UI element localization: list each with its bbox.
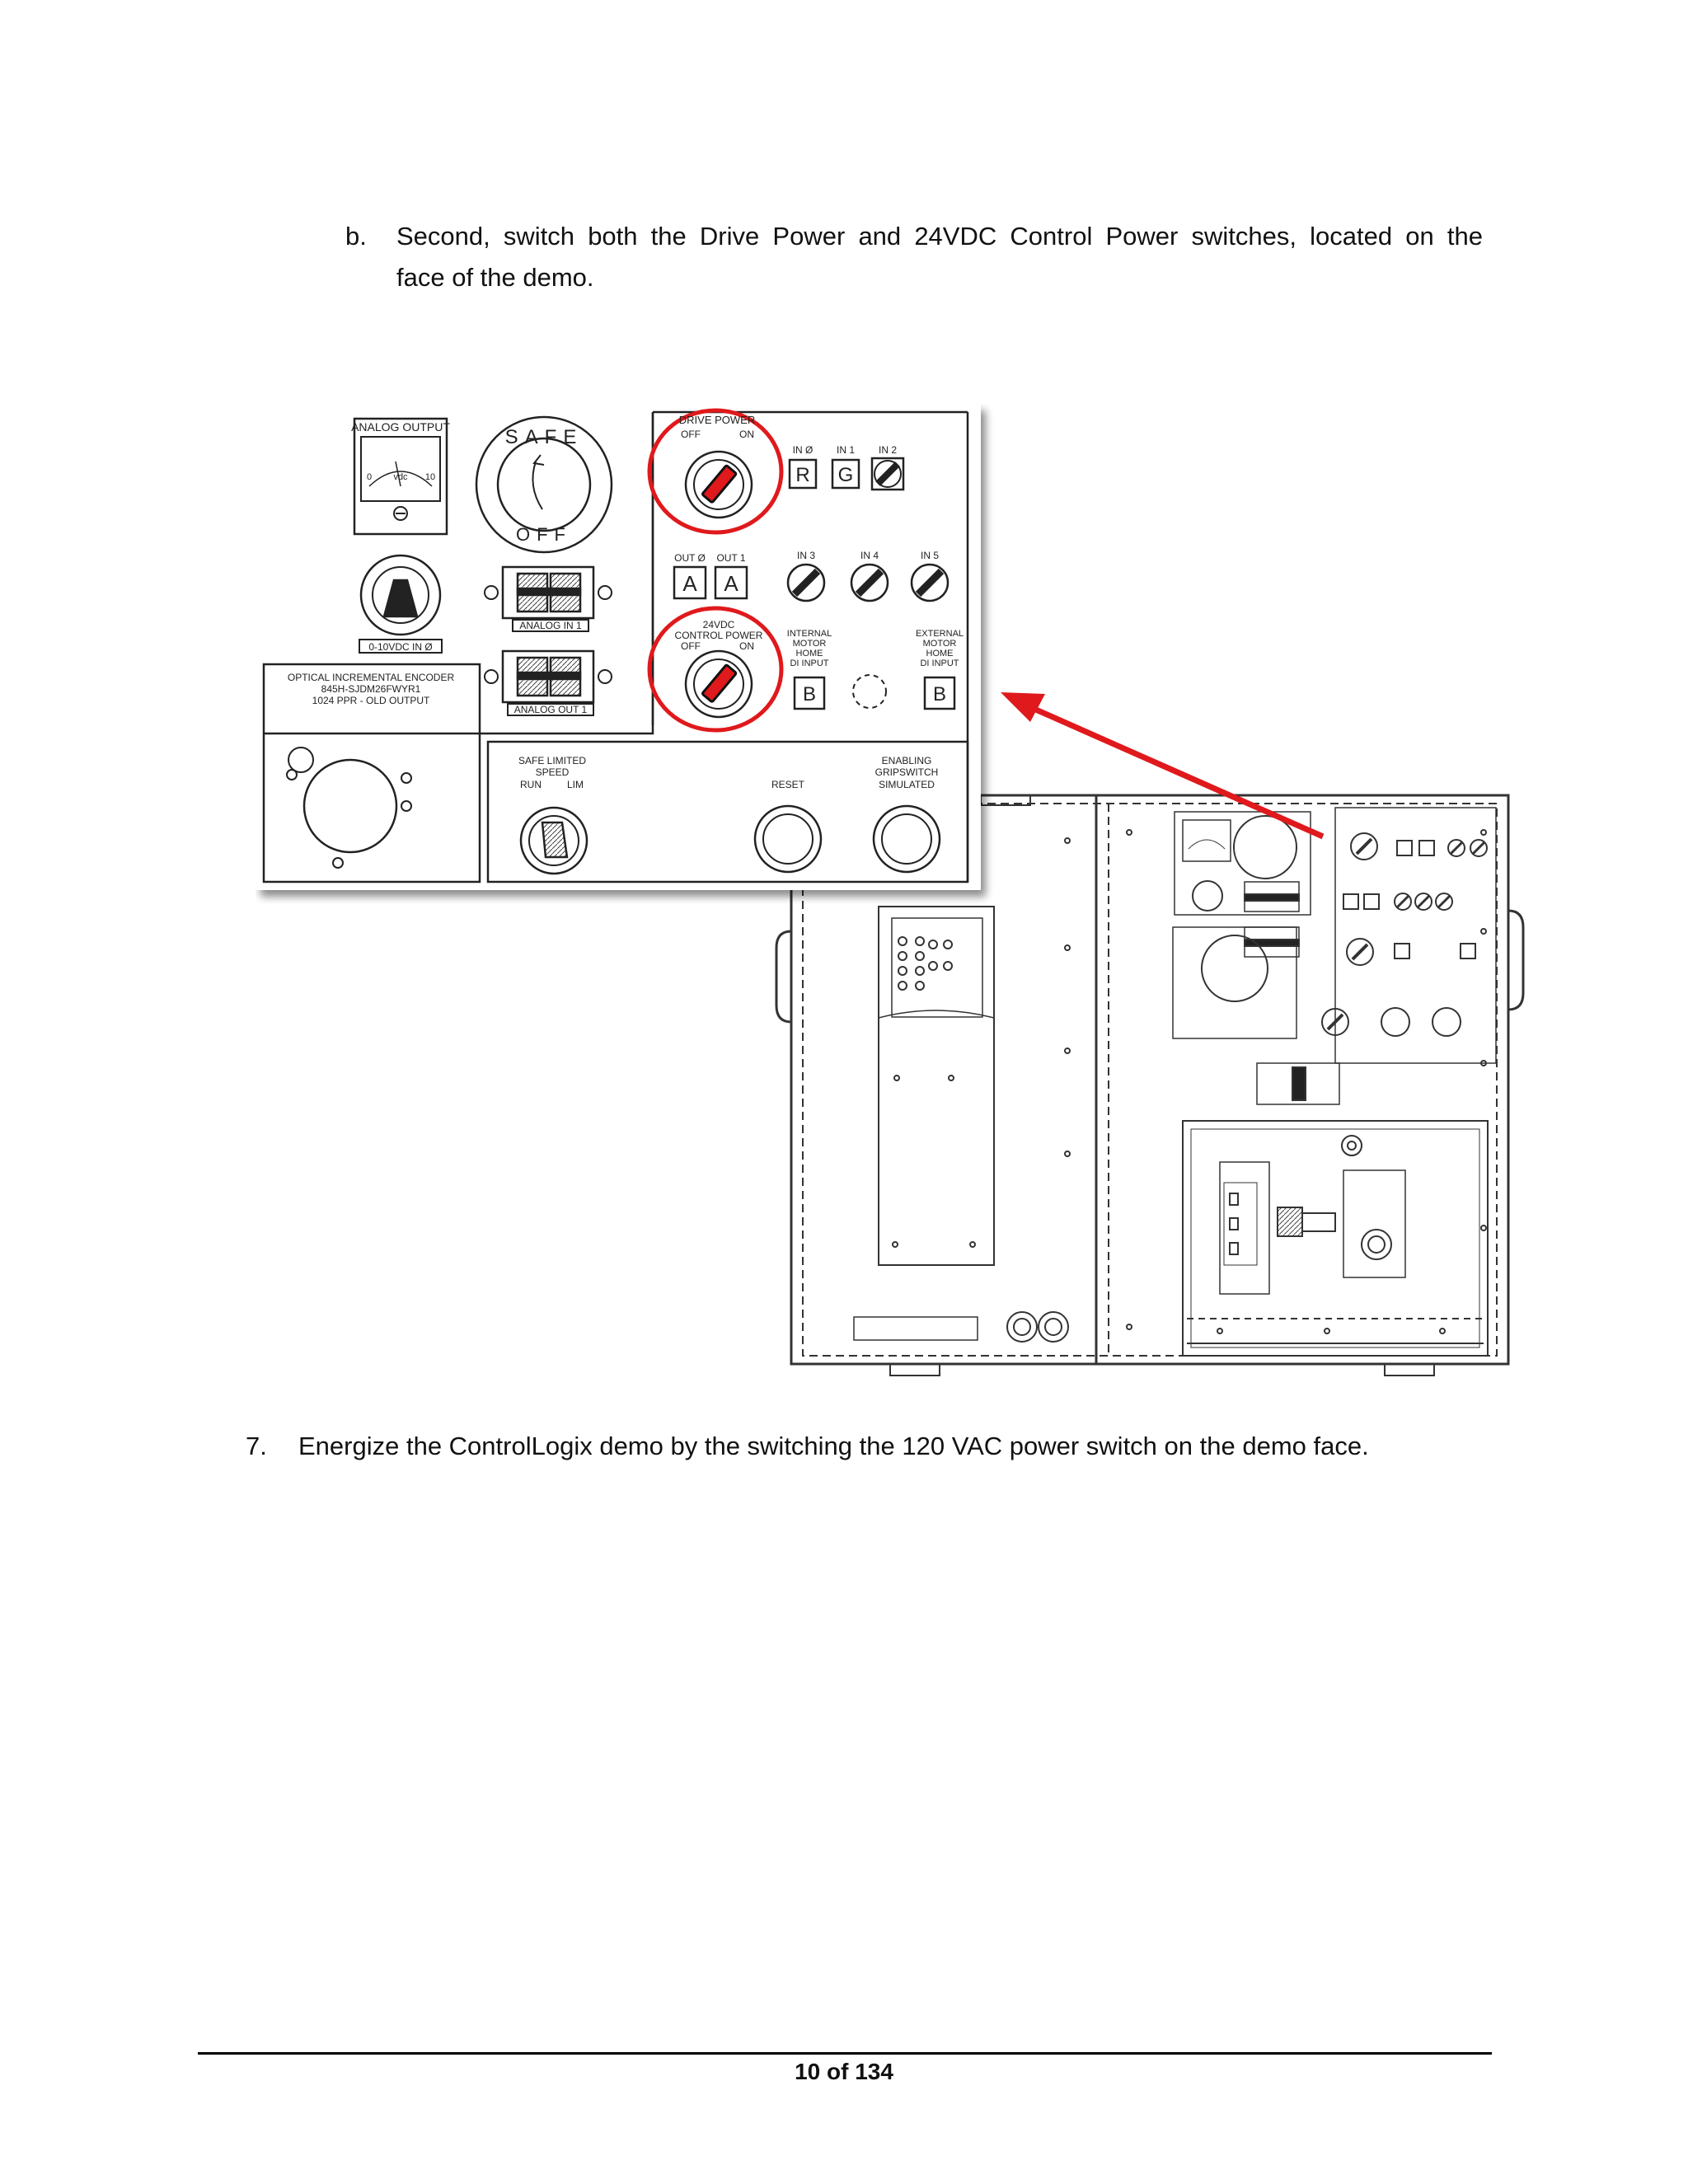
label-in3: IN 3 xyxy=(797,550,815,561)
label-key-r: R xyxy=(795,464,809,486)
label-in1: IN 1 xyxy=(837,444,855,456)
label-lim: LIM xyxy=(567,779,584,790)
label-meter-unit: vdc xyxy=(393,472,408,482)
label-in0: IN Ø xyxy=(793,444,814,456)
label-control-power-2: CONTROL POWER xyxy=(675,630,763,641)
label-drive-off: OFF xyxy=(681,429,701,440)
label-encoder-line3: 1024 PPR - OLD OUTPUT xyxy=(312,695,430,706)
label-external-2: MOTOR xyxy=(923,639,957,649)
label-key-a-1: A xyxy=(724,571,738,596)
enclosure-drawing xyxy=(775,794,1525,1376)
label-control-power-1: 24VDC xyxy=(703,619,735,630)
label-key-b-internal: B xyxy=(803,683,816,705)
callout-arrow xyxy=(1001,692,1325,840)
label-analog-in-1: ANALOG IN 1 xyxy=(519,620,582,631)
step-7-text: Energize the ControlLogix demo by the sw… xyxy=(298,1432,1369,1460)
label-analog-out-1: ANALOG OUT 1 xyxy=(514,704,588,715)
label-external-3: HOME xyxy=(926,649,954,658)
label-external-1: EXTERNAL xyxy=(916,629,964,639)
label-run: RUN xyxy=(520,779,542,790)
label-in4: IN 4 xyxy=(860,550,879,561)
label-encoder-line1: OPTICAL INCREMENTAL ENCODER xyxy=(288,672,455,683)
label-safe: SAFE xyxy=(505,426,584,448)
label-input-range: 0-10VDC IN Ø xyxy=(368,641,432,653)
label-meter-zero: 0 xyxy=(367,472,372,482)
label-out1: OUT 1 xyxy=(716,552,745,564)
label-analog-output: ANALOG OUTPUT xyxy=(351,420,450,434)
label-enabling-2: GRIPSWITCH xyxy=(875,766,939,778)
demo-panel-drawing: ANALOG OUTPUT 0 vdc 10 SAFE OFF 0-10VDC … xyxy=(256,404,1525,1376)
zoomed-panel xyxy=(262,410,969,883)
label-drive-on: ON xyxy=(739,429,754,440)
label-enabling-1: ENABLING xyxy=(882,755,932,766)
label-reset: RESET xyxy=(771,779,805,790)
step-b-line2: face of the demo. xyxy=(396,263,594,292)
label-in5: IN 5 xyxy=(921,550,939,561)
label-safe-limited-1: SAFE LIMITED xyxy=(518,755,586,766)
label-internal-1: INTERNAL xyxy=(787,629,832,639)
label-control-off: OFF xyxy=(681,640,701,652)
footer-divider xyxy=(198,2052,1492,2055)
label-key-g: G xyxy=(838,464,854,486)
control-power-highlight xyxy=(647,606,784,733)
label-external-4: DI INPUT xyxy=(920,658,959,668)
zoomed-panel-callout xyxy=(256,404,981,890)
label-drive-power: DRIVE POWER xyxy=(679,414,755,426)
label-in2: IN 2 xyxy=(879,444,897,456)
label-safe-limited-2: SPEED xyxy=(536,766,570,778)
key-switch-slots xyxy=(701,464,738,703)
label-internal-4: DI INPUT xyxy=(790,658,828,668)
label-internal-2: MOTOR xyxy=(793,639,827,649)
label-key-b-external: B xyxy=(933,683,946,705)
page-number: 10 of 134 xyxy=(795,2059,893,2084)
label-meter-max: 10 xyxy=(425,472,435,482)
label-internal-3: HOME xyxy=(796,649,823,658)
label-key-a-0: A xyxy=(682,571,697,596)
label-enabling-3: SIMULATED xyxy=(879,779,935,790)
step-b-line1: Second, switch both the Drive Power and … xyxy=(396,222,1483,251)
highlight-circles xyxy=(647,408,784,733)
step-b-text: Second, switch both the Drive Power and … xyxy=(396,216,1483,298)
label-off: OFF xyxy=(516,524,572,545)
label-encoder-line2: 845H-SJDM26FWYR1 xyxy=(321,683,421,695)
label-control-on: ON xyxy=(739,640,754,652)
demo-panel-figure: ANALOG OUTPUT 0 vdc 10 SAFE OFF 0-10VDC … xyxy=(256,404,1525,1393)
step-b-marker: b. xyxy=(345,222,367,251)
drive-power-highlight xyxy=(647,408,784,535)
step-7-marker: 7. xyxy=(246,1432,267,1460)
label-out0: OUT Ø xyxy=(674,552,706,564)
